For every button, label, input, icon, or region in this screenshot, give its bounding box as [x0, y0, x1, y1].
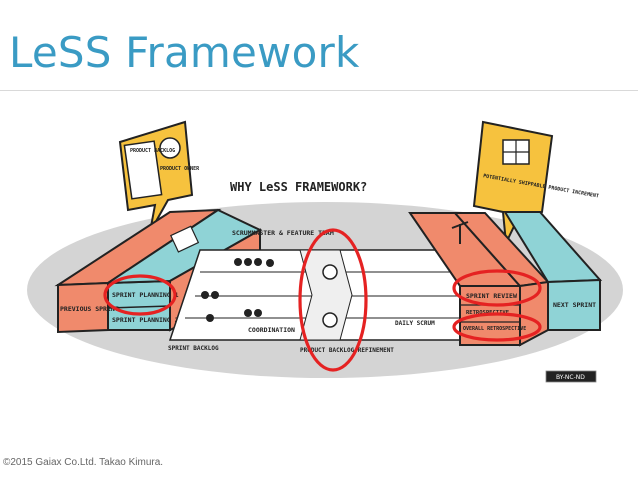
- notepad-icon: [170, 225, 200, 253]
- signpost-icon: [451, 221, 469, 244]
- daily-scrum-label: DAILY SCRUM: [395, 320, 435, 327]
- product-owner-icon: [159, 137, 181, 159]
- highlight-sprint-review: [452, 269, 542, 307]
- red-highlight-annotations: [103, 228, 542, 372]
- product-backlog-card: PRODUCT BACKLOG PRODUCT OWNER: [118, 120, 200, 233]
- coordination-label: COORDINATION: [248, 326, 295, 334]
- highlight-refinement: [298, 228, 368, 372]
- sprint-review-label: SPRINT REVIEW: [466, 292, 517, 300]
- highlight-sprint-planning: [103, 274, 177, 316]
- slide-title: LeSS Framework: [9, 28, 360, 77]
- magnifier-icon: [322, 312, 338, 328]
- right-review-block: SPRINT REVIEW RETROSPECTIVE OVERALL RETR…: [408, 211, 603, 347]
- highlight-overall-retrospective: [452, 312, 542, 342]
- overall-retrospective-label: OVERALL RETROSPECTIVE: [463, 326, 526, 332]
- magnifier-icon: [322, 264, 338, 280]
- team-lanes: SCRUMMASTER & FEATURE TEAM COORDINATION …: [168, 229, 461, 354]
- next-sprint-label: NEXT SPRINT: [553, 301, 596, 309]
- license-text: BY-NC-ND: [556, 374, 585, 381]
- product-backlog-label: PRODUCT BACKLOG: [130, 148, 175, 154]
- diagram-heading: WHY LeSS FRAMEWORK?: [230, 180, 367, 194]
- previous-sprint-label: PREVIOUS SPRINT: [60, 305, 119, 313]
- title-divider: [0, 90, 638, 91]
- sprint-backlog-label: SPRINT BACKLOG: [168, 345, 219, 352]
- scrum-master-team-label: SCRUMMASTER & FEATURE TEAM: [232, 229, 334, 237]
- copyright-footer: ©2015 Gaiax Co.Ltd. Takao Kimura.: [3, 457, 164, 468]
- sprint-planning-2-label: SPRINT PLANNING 2: [112, 316, 179, 324]
- sprint-planning-1-label: SPRINT PLANNING 1: [112, 291, 179, 299]
- license-badge: BY-NC-ND: [545, 370, 597, 383]
- team-members-icon: [201, 258, 274, 322]
- refinement-label: PRODUCT BACKLOG REFINEMENT: [300, 347, 394, 354]
- product-owner-label: PRODUCT OWNER: [160, 166, 200, 172]
